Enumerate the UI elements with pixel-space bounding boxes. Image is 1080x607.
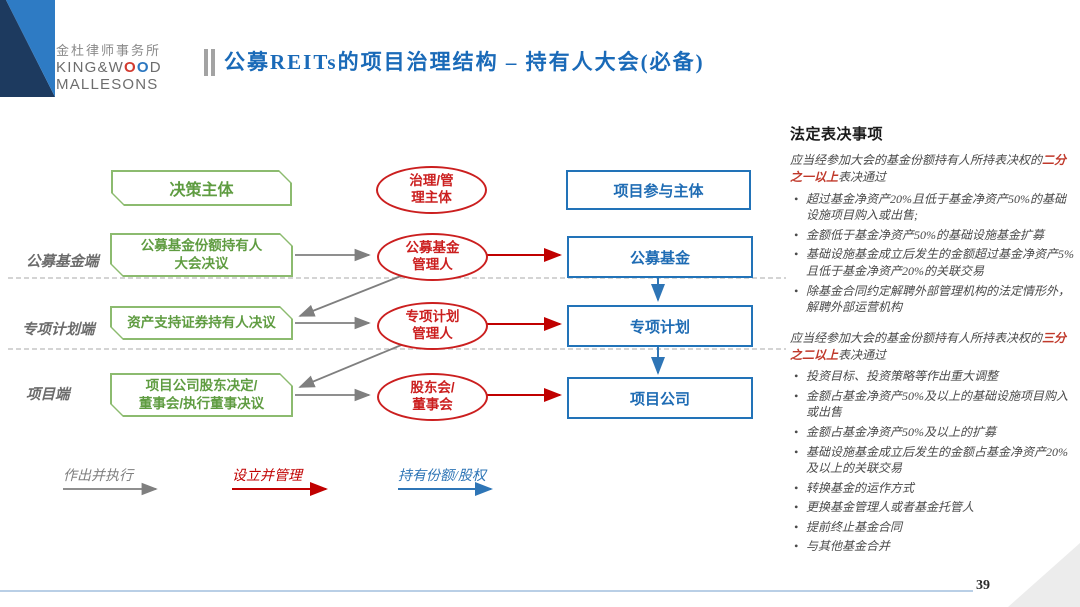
voting-item: 金额占基金净资产50%及以上的基础设施项目购入或出售 — [794, 388, 1074, 421]
corner-decoration-icon — [0, 0, 55, 97]
governance-oval-fund-manager: 公募基金 管理人 — [377, 233, 488, 281]
voting-item: 与其他基金合并 — [794, 538, 1074, 555]
two-thirds-intro: 应当经参加大会的基金份额持有人所持表决权的三分之二以上表决通过 — [790, 330, 1074, 365]
gray-arrows — [63, 248, 412, 496]
corner-navy-shape — [0, 0, 55, 97]
voting-item: 提前终止基金合同 — [794, 519, 1074, 536]
voting-item: 金额占基金净资产50%及以上的扩募 — [794, 424, 1074, 441]
decision-box-project: 项目公司股东决定/ 董事会/执行董事决议 — [110, 373, 293, 417]
voting-item: 基础设施基金成立后发生的金额占基金净资产20% 及以上的关联交易 — [794, 444, 1074, 477]
governance-shareholders-label: 股东会/ 董事会 — [410, 380, 455, 412]
row-label-project-level: 项目端 — [26, 387, 70, 403]
decision-box-project-label: 项目公司股东决定/ 董事会/执行董事决议 — [138, 378, 265, 411]
governance-oval-shareholders: 股东会/ 董事会 — [377, 373, 488, 421]
decision-header-label: 决策主体 — [169, 182, 234, 199]
kwm-logo: 金杜律师事务所 KING&WOOD MALLESONS — [56, 42, 162, 93]
decision-column-header: 决策主体 — [111, 170, 292, 206]
corner-gray-shape — [1008, 543, 1080, 607]
title-bar-icon — [204, 49, 208, 76]
voting-item: 转换基金的运作方式 — [794, 480, 1074, 497]
intro-text: 应当经参加大会的基金份额持有人所持表决权的 — [790, 330, 1043, 345]
intro-text: 表决通过 — [838, 170, 887, 185]
legend-label-make-execute: 作出并执行 — [63, 469, 133, 484]
corner-lightblue-shape — [6, 0, 55, 97]
logo-en-post: D — [149, 59, 162, 76]
intro-text: 表决通过 — [838, 348, 887, 362]
logo-blue-ring-icon: O — [136, 59, 150, 76]
intro-highlight: 三分之二以上 — [790, 330, 1067, 362]
page-number: 39 — [976, 578, 990, 593]
red-arrows — [232, 248, 562, 496]
half-majority-intro: 应当经参加大会的基金份额持有人所持表决权的二分之一以上表决通过 — [790, 152, 1074, 187]
intro-highlight: 二分之一以上 — [790, 153, 1067, 185]
panel-title: 法定表决事项 — [790, 127, 884, 143]
governance-oval-plan-manager: 专项计划 管理人 — [377, 302, 488, 350]
bottom-right-corner-decoration-icon — [1008, 543, 1080, 607]
decision-box-fund-label: 公募基金份额持有人 大会决议 — [140, 238, 263, 271]
participant-company-label: 项目公司 — [629, 390, 690, 408]
decision-box-plan-label: 资产支持证券持有人决议 — [127, 315, 276, 331]
participant-column-header: 项目参与主体 — [566, 170, 751, 210]
title-bar-icon — [211, 49, 215, 76]
voting-item: 超过基金净资产20%且低于基金净资产50%的基础设施项目购入或出售; — [794, 191, 1074, 224]
legend-label-hold-shares: 持有份额/股权 — [398, 469, 486, 484]
governance-fund-manager-label: 公募基金 管理人 — [405, 240, 460, 272]
row-label-plan-level: 专项计划端 — [22, 322, 95, 338]
voting-item: 投资目标、投资策略等作出重大调整 — [794, 368, 1074, 385]
decision-box-plan: 资产支持证券持有人决议 — [110, 306, 293, 340]
voting-item: 基础设施基金成立后发生的金额超过基金净资产5% 且低于基金净资产20%的关联交易 — [794, 246, 1074, 279]
voting-item: 除基金合同约定解聘外部管理机构的法定情形外，解聘外部运营机构 — [794, 283, 1074, 316]
governance-plan-manager-label: 专项计划 管理人 — [405, 309, 460, 341]
title-marker-bars — [204, 49, 215, 76]
logo-red-ring-icon: O — [124, 59, 137, 76]
participant-box-company: 项目公司 — [567, 377, 753, 419]
two-thirds-items: 投资目标、投资策略等作出重大调整 金额占基金净资产50%及以上的基础设施项目购入… — [790, 368, 1074, 554]
legend-label-setup-manage: 设立并管理 — [232, 469, 302, 484]
logo-chinese-name: 金杜律师事务所 — [56, 43, 162, 58]
intro-text: 应当经参加大会的基金份额持有人所持表决权的 — [790, 153, 1043, 167]
participant-box-fund: 公募基金 — [567, 236, 753, 278]
participant-box-plan: 专项计划 — [567, 305, 753, 347]
footer-divider — [0, 590, 973, 592]
decision-box-fund: 公募基金份额持有人 大会决议 — [110, 233, 293, 277]
row-label-fund-level: 公募基金端 — [26, 254, 99, 270]
logo-english-line1: KING&WOOD — [56, 59, 162, 76]
logo-english-line2: MALLESONS — [56, 76, 159, 93]
participant-plan-label: 专项计划 — [629, 318, 690, 336]
page-title: 公募REITs的项目治理结构 – 持有人大会(必备) — [224, 50, 705, 74]
participant-fund-label: 公募基金 — [629, 249, 690, 267]
governance-column-header: 治理/管 理主体 — [376, 166, 487, 214]
participant-header-label: 项目参与主体 — [613, 182, 704, 200]
logo-en-pre: KING&W — [56, 59, 125, 76]
half-majority-items: 超过基金净资产20%且低于基金净资产50%的基础设施项目购入或出售; 金额低于基… — [790, 191, 1074, 316]
statutory-voting-panel: 法定表决事项 应当经参加大会的基金份额持有人所持表决权的二分之一以上表决通过 超… — [790, 123, 1074, 558]
voting-item: 更换基金管理人或者基金托管人 — [794, 499, 1074, 516]
governance-header-label: 治理/管 理主体 — [409, 173, 454, 205]
voting-item: 金额低于基金净资产50%的基础设施基金扩募 — [794, 227, 1074, 244]
